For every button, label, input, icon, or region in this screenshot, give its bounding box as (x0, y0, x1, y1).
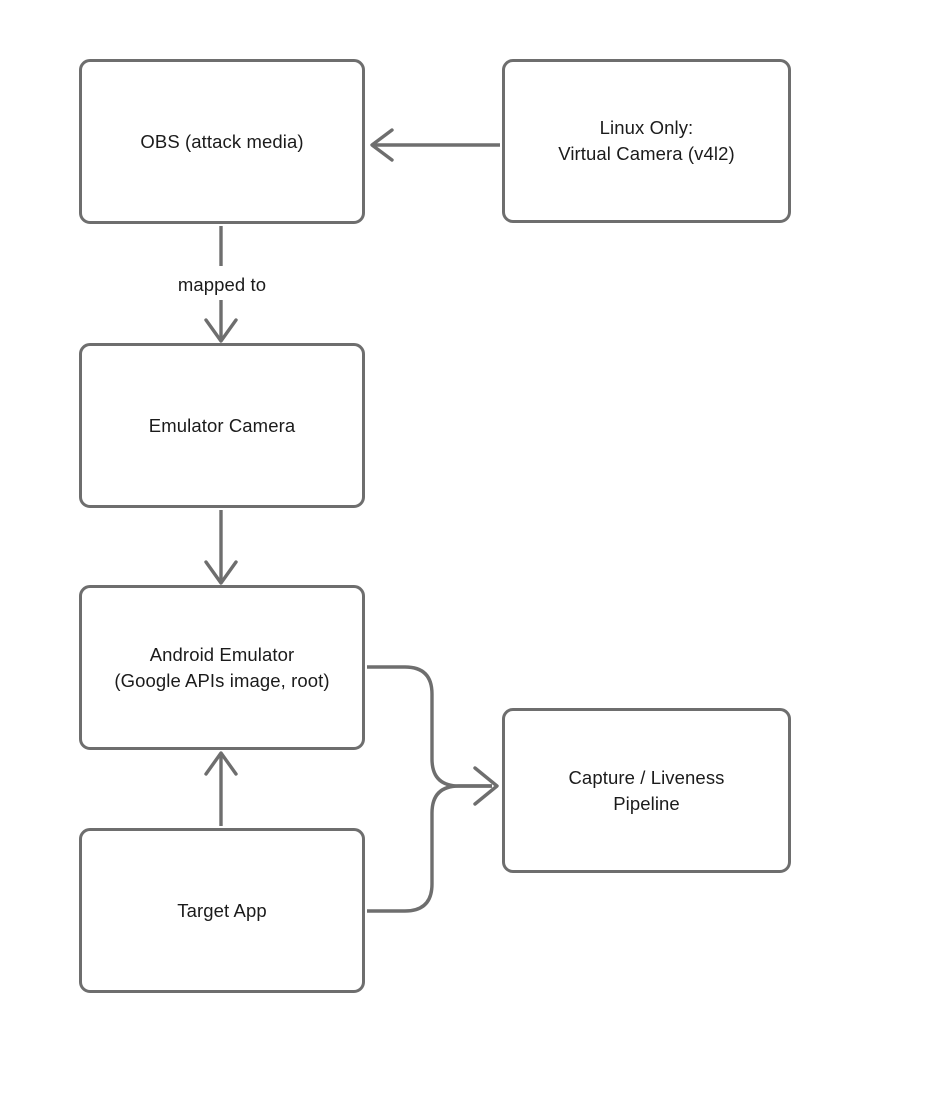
node-emulator-camera-label: Emulator Camera (148, 414, 296, 436)
node-target-app[interactable]: Target App (79, 828, 365, 993)
node-android-emulator-label: Android Emulator (Google APIs image, roo… (114, 643, 330, 691)
node-android-emulator[interactable]: Android Emulator (Google APIs image, roo… (79, 585, 365, 750)
edge-label-mapped-to: mapped to (146, 272, 298, 298)
edge-android-emulator-to-capture-pipeline (367, 665, 492, 788)
node-emulator-camera[interactable]: Emulator Camera (79, 343, 365, 508)
node-target-app-label: Target App (177, 899, 267, 921)
capture-pipeline-arrowhead (473, 766, 499, 806)
edge-target-app-to-android-emulator (204, 751, 238, 826)
edge-emulator-camera-to-android-emulator (204, 510, 238, 585)
edge-virtual-camera-to-obs (370, 128, 500, 162)
node-capture-pipeline-label: Capture / Liveness Pipeline (568, 766, 725, 814)
node-virtual-camera-label: Linux Only: Virtual Camera (v4l2) (558, 117, 735, 164)
node-obs-label: OBS (attack media) (140, 130, 304, 152)
node-obs[interactable]: OBS (attack media) (79, 59, 365, 224)
node-capture-pipeline[interactable]: Capture / Liveness Pipeline (502, 708, 791, 873)
node-virtual-camera[interactable]: Linux Only: Virtual Camera (v4l2) (502, 59, 791, 223)
edge-target-app-to-capture-pipeline (367, 784, 492, 913)
